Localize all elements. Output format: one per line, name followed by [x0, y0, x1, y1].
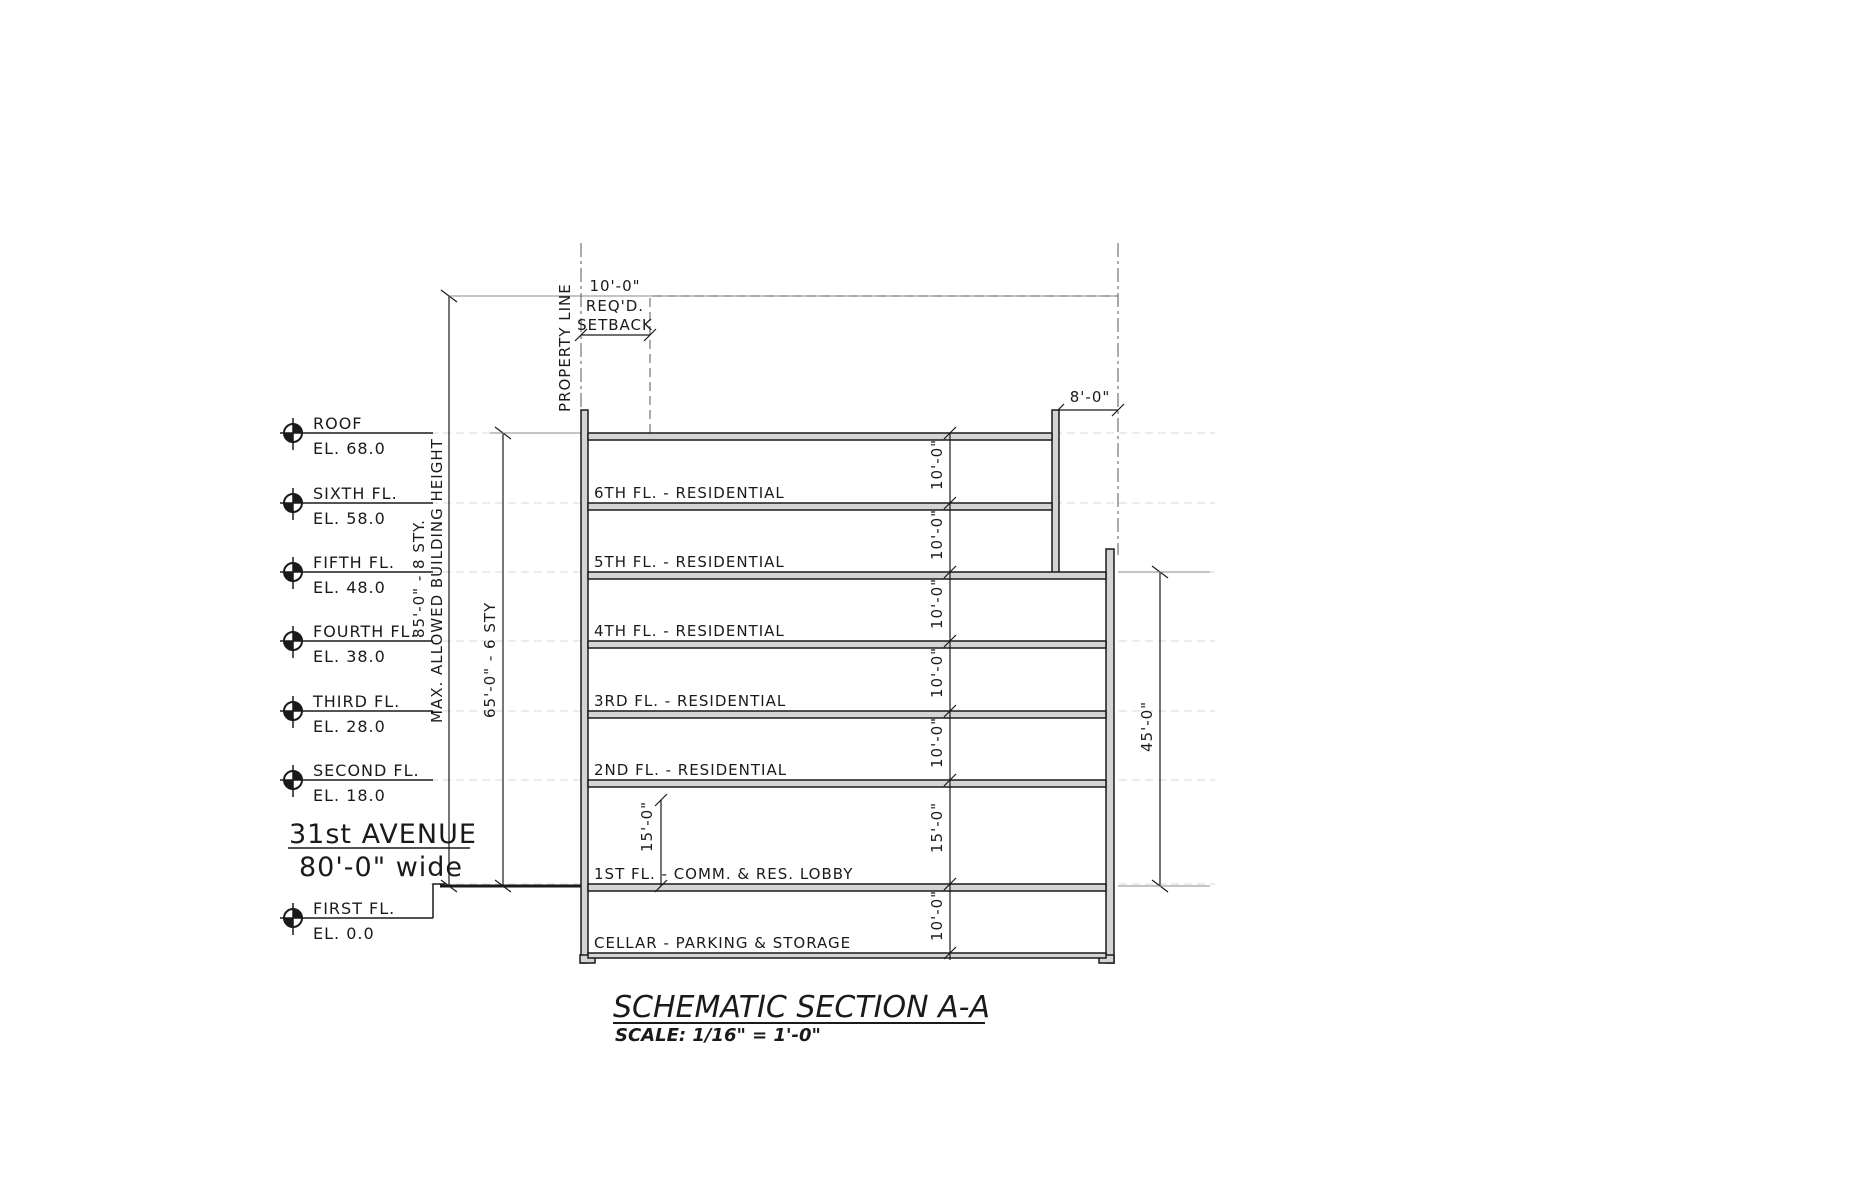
building-walls — [579, 409, 1115, 964]
floor-label-cellar: CELLAR - PARKING & STORAGE — [594, 934, 851, 952]
level-name-third: THIRD FL. — [312, 692, 400, 711]
base-height-text: 45'-0" — [1138, 701, 1156, 752]
first-floor-dimension — [654, 793, 668, 893]
slab-second — [587, 779, 1107, 788]
level-markers — [280, 418, 445, 935]
level-marker-sixth — [280, 488, 433, 520]
floor-height-1: 15'-0" — [928, 802, 946, 853]
building-height-text: 65'-0" - 6 STY — [481, 602, 499, 718]
street-name: 31st AVENUE — [289, 819, 477, 850]
floor-label-3: 3RD FL. - RESIDENTIAL — [594, 692, 786, 710]
setback-dimension — [574, 328, 657, 342]
level-marker-fourth — [280, 626, 433, 658]
floor-use-labels: 6TH FL. - RESIDENTIAL 5TH FL. - RESIDENT… — [594, 484, 853, 952]
slab-fifth — [587, 571, 1107, 580]
level-marker-roof — [280, 418, 433, 450]
level-elevation-first: EL. 0.0 — [313, 924, 375, 943]
first-floor-height-text: 15'-0" — [638, 801, 656, 852]
rear-setback-text: 8'-0" — [1070, 388, 1111, 406]
street-width: 80'-0" wide — [299, 852, 463, 883]
level-name-fourth: FOURTH FL. — [313, 622, 417, 641]
setback-text-1: REQ'D. — [586, 297, 644, 315]
level-elevation-roof: EL. 68.0 — [313, 439, 386, 458]
floor-label-4: 4TH FL. - RESIDENTIAL — [594, 622, 785, 640]
slab-roof — [587, 432, 1053, 441]
floor-height-labels: 10'-0" 10'-0" 10'-0" 10'-0" 10'-0" 15'-0… — [928, 439, 946, 941]
level-name-fifth: FIFTH FL. — [313, 553, 395, 572]
drawing-scale: SCALE: 1/16" = 1'-0" — [615, 1025, 821, 1046]
building-height-dimension — [490, 426, 583, 893]
floor-height-2: 10'-0" — [928, 717, 946, 768]
slab-third — [587, 710, 1107, 719]
drawing-title: SCHEMATIC SECTION A-A — [613, 990, 990, 1025]
floor-label-6: 6TH FL. - RESIDENTIAL — [594, 484, 785, 502]
level-name-second: SECOND FL. — [313, 761, 420, 780]
floor-height-4: 10'-0" — [928, 578, 946, 629]
floor-height-cellar: 10'-0" — [928, 890, 946, 941]
slab-first — [587, 883, 1107, 892]
setback-envelope — [649, 295, 1118, 433]
floor-label-5: 5TH FL. - RESIDENTIAL — [594, 553, 785, 571]
slab-fourth — [587, 640, 1107, 649]
floor-label-1: 1ST FL. - COMM. & RES. LOBBY — [594, 865, 853, 883]
floor-slabs — [587, 432, 1107, 959]
max-height-dimension — [440, 289, 1118, 893]
level-marker-second — [280, 765, 433, 797]
level-elevation-sixth: EL. 58.0 — [313, 509, 386, 528]
floor-height-5: 10'-0" — [928, 509, 946, 560]
setback-text-2: SETBACK — [577, 316, 653, 334]
level-elevation-fourth: EL. 38.0 — [313, 647, 386, 666]
base-height-dimension — [1118, 565, 1210, 893]
level-elevation-fifth: EL. 48.0 — [313, 578, 386, 597]
floor-label-2: 2ND FL. - RESIDENTIAL — [594, 761, 787, 779]
setback-dim-text: 10'-0" — [589, 277, 640, 295]
max-height-text-2: MAX. ALLOWED BUILDING HEIGHT — [428, 438, 446, 723]
level-name-first: FIRST FL. — [313, 899, 395, 918]
level-name-roof: ROOF — [313, 414, 363, 433]
level-marker-third — [280, 696, 433, 728]
level-name-sixth: SIXTH FL. — [313, 484, 398, 503]
floor-height-6: 10'-0" — [928, 439, 946, 490]
slab-cellar — [587, 952, 1107, 959]
level-labels: ROOF EL. 68.0 SIXTH FL. EL. 58.0 FIFTH F… — [312, 414, 420, 943]
property-line-label: PROPERTY LINE — [556, 283, 574, 412]
level-elevation-third: EL. 28.0 — [313, 717, 386, 736]
level-marker-first — [280, 883, 445, 935]
level-elevation-second: EL. 18.0 — [313, 786, 386, 805]
floor-height-3: 10'-0" — [928, 647, 946, 698]
slab-sixth — [587, 502, 1053, 511]
floor-height-dimension — [943, 426, 957, 960]
max-height-text-1: 85'-0" - 8 STY. — [410, 519, 428, 638]
level-marker-fifth — [280, 557, 433, 589]
level-extension-lines — [430, 432, 1215, 885]
property-line — [580, 243, 1119, 555]
